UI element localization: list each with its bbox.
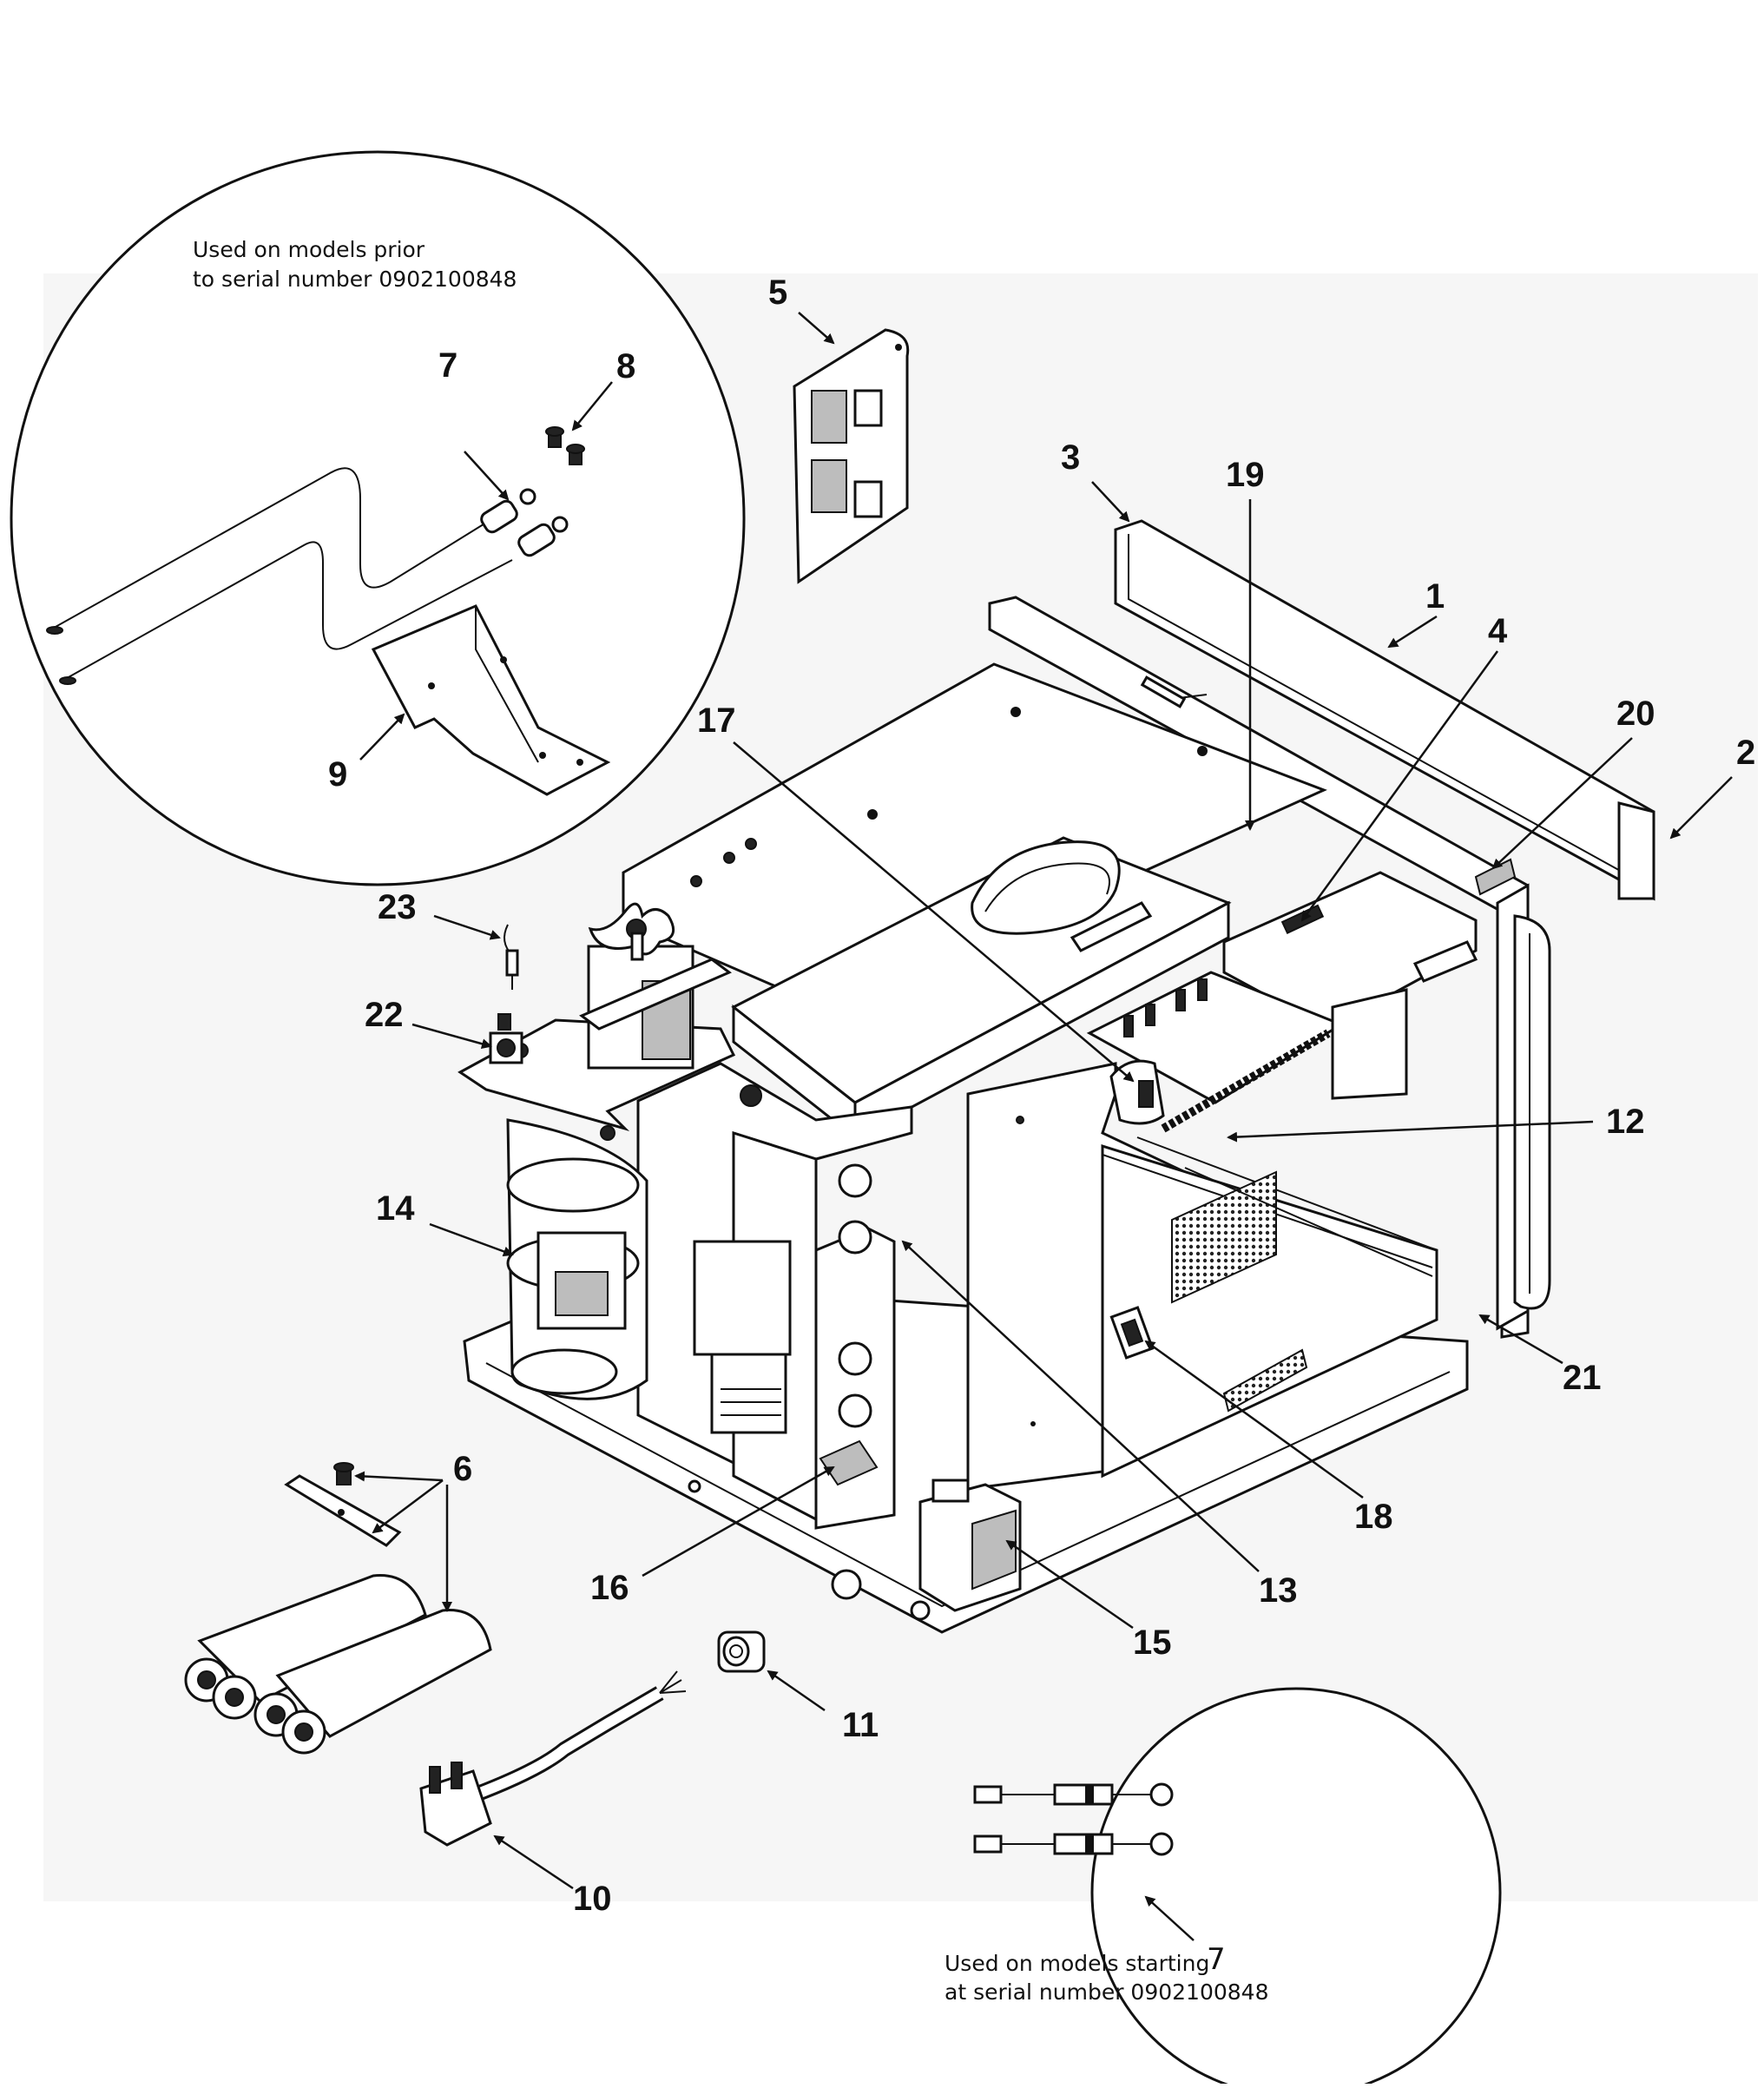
power-cord-10 — [419, 1670, 687, 1847]
relay-pcb-5 — [793, 328, 910, 584]
grommet-11 — [717, 1630, 766, 1673]
callout-1: 1 — [1425, 577, 1445, 616]
callout-14: 14 — [376, 1189, 415, 1228]
callout-17: 17 — [697, 701, 736, 740]
hv-capacitor — [814, 1163, 896, 1530]
diode-assembly-new — [973, 1782, 1174, 1856]
front-bezel — [1513, 914, 1551, 1310]
magnetron-bracket — [636, 1062, 913, 1522]
bracket-9 — [371, 604, 611, 796]
callout-7-top: 7 — [438, 346, 457, 385]
inset-top-note-line2: to serial number 0902100848 — [193, 267, 517, 292]
callout-10: 10 — [573, 1880, 612, 1918]
callout-22: 22 — [365, 996, 404, 1034]
hv-transformer-14 — [506, 1118, 648, 1400]
low-voltage-transformer-15 — [918, 1479, 1022, 1612]
callout-4: 4 — [1488, 612, 1508, 650]
inset-bottom-note-line1: Used on models starting — [945, 1951, 1209, 1976]
callout-23: 23 — [378, 888, 417, 926]
inset-top-circle: Used on models prior to serial number 09… — [10, 150, 746, 886]
callout-2: 2 — [1736, 734, 1755, 772]
screw-pair-8 — [545, 426, 585, 465]
callout-16: 16 — [590, 1569, 629, 1607]
inset-bottom-note-line2: at serial number 0902100848 — [945, 1979, 1269, 2005]
door-switch-18 — [1109, 1306, 1155, 1360]
door-rod — [1184, 1167, 1433, 1277]
inset-top-note-line1: Used on models prior — [193, 237, 425, 262]
stirrer-cover — [971, 840, 1153, 952]
callout-3: 3 — [1061, 438, 1080, 477]
callout-20: 20 — [1616, 695, 1655, 733]
fuse-23 — [504, 924, 519, 990]
filter-capacitors-6 — [184, 1574, 492, 1755]
callout-layer: 1 2 3 4 5 6 10 11 12 13 14 15 16 17 18 1 — [354, 273, 1755, 1918]
callout-5: 5 — [768, 273, 787, 312]
fan-motor — [579, 902, 732, 1070]
callout-21: 21 — [1563, 1359, 1602, 1397]
callout-12: 12 — [1606, 1103, 1645, 1141]
callout-18: 18 — [1354, 1498, 1393, 1536]
inset-bottom-circle: 7 Used on models starting at serial numb… — [945, 1687, 1502, 2088]
callout-15: 15 — [1133, 1624, 1172, 1662]
callout-8: 8 — [616, 347, 635, 385]
callout-7-bottom: 7 — [1207, 1942, 1226, 1977]
diode-assembly-old — [46, 467, 569, 685]
callout-11: 11 — [842, 1706, 879, 1744]
callout-6: 6 — [453, 1450, 472, 1488]
callout-9: 9 — [328, 755, 347, 794]
relay-board — [1086, 971, 1408, 1133]
callout-13: 13 — [1259, 1571, 1298, 1610]
oven-cavity — [966, 1062, 1438, 1491]
callout-19: 19 — [1226, 456, 1265, 494]
terminal-block-22 — [489, 1013, 523, 1064]
cover-plate-6 — [284, 1462, 402, 1547]
